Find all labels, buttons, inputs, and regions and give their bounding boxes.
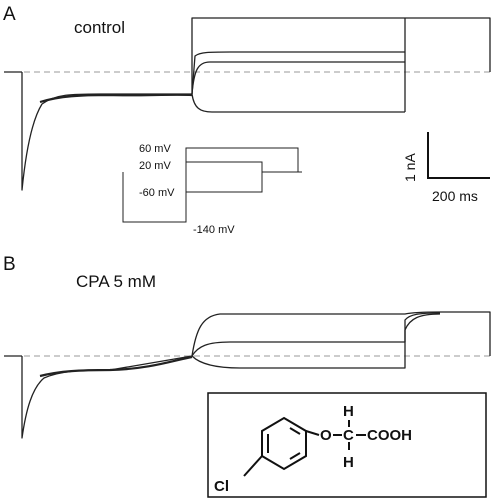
hydrogen-bottom-atom: H [343, 454, 354, 471]
chemical-structure-inset: Cl O C H H COOH [207, 392, 487, 498]
carboxyl-group: COOH [367, 427, 412, 444]
protocol-label-minus140mv: -140 mV [193, 224, 235, 236]
panel-a-inward-tail-trace [21, 72, 192, 191]
protocol-label-20mv: 20 mV [139, 160, 171, 172]
scale-bar-lines [427, 132, 490, 179]
hydrogen-top-atom: H [343, 403, 354, 420]
chlorine-atom: Cl [214, 478, 229, 495]
panel-a-condition-label: control [74, 18, 125, 37]
protocol-label-60mv: 60 mV [139, 143, 171, 155]
voltage-protocol-inset: 60 mV 20 mV -60 mV -140 mV [122, 143, 302, 236]
panel-a-step-trace-midlevel [191, 61, 405, 95]
panel-a-step-trace-minus60mv [191, 93, 405, 113]
scale-bar: 1 nA 200 ms [402, 132, 490, 204]
ether-oxygen-atom: O [320, 427, 332, 444]
structure-frame [207, 392, 487, 498]
panel-a-letter: A [3, 4, 16, 25]
protocol-20mv-step [186, 161, 263, 178]
panel-b-letter: B [3, 254, 16, 275]
scale-bar-current-label: 1 nA [402, 153, 418, 182]
panel-a-noisy-tail-trace [39, 93, 193, 104]
ether-bond-ring [305, 430, 320, 436]
panel-b-noisy-tail-trace [39, 355, 193, 378]
panel-b-condition-label: CPA 5 mM [76, 272, 156, 291]
panel-b-step-trace-minus60mv [191, 313, 441, 369]
panel-b-step-trace-20mv [191, 312, 441, 357]
protocol-label-minus60mv: -60 mV [139, 187, 175, 199]
chlorine-bond [243, 455, 263, 477]
alpha-carbon-atom: C [343, 427, 354, 444]
panel-a-step-trace-20mv [191, 51, 405, 95]
panel-a-step-trace-60mv [191, 17, 491, 94]
scale-bar-time-label: 200 ms [432, 188, 478, 204]
benzene-ring-double-bonds [267, 427, 301, 460]
protocol-minus60mv-step [186, 172, 263, 193]
panel-b-step-trace-60mv [191, 311, 491, 357]
panel-b-inward-tail-trace [21, 355, 193, 439]
panel-b: B CPA 5 mM Cl O C H [3, 254, 494, 498]
panel-a: A control 60 mV 20 mV -60 mV -140 mV [3, 4, 494, 236]
